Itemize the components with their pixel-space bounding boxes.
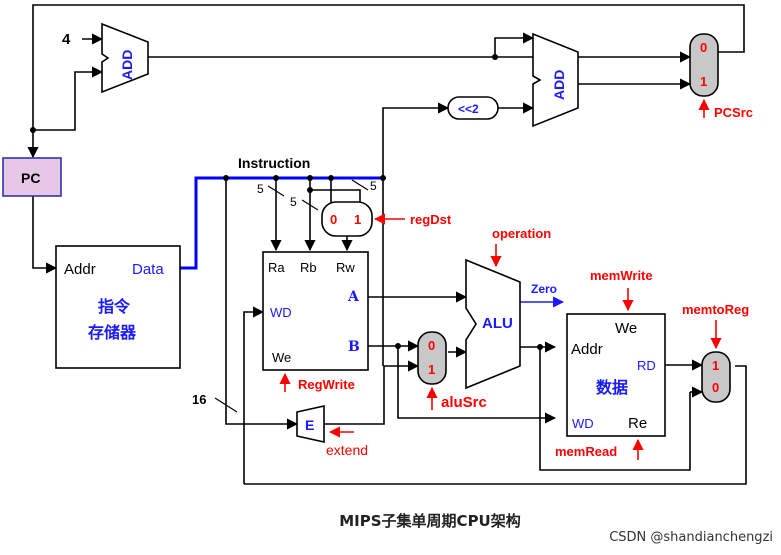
pcsrc-label: PCSrc: [714, 105, 753, 120]
regfile-wd-port: WD: [270, 305, 292, 320]
alusrc-mux-in1: 1: [428, 362, 435, 377]
alu-label: ALU: [482, 315, 513, 332]
memwrite-label: memWrite: [590, 268, 653, 283]
regfile-b-port: B: [348, 339, 360, 355]
bit-width-ticks: [214, 179, 369, 413]
constant-four: 4: [62, 31, 71, 48]
memtoreg-mux-in1: 1: [712, 358, 719, 373]
width-label-rb: 5: [290, 195, 297, 209]
shift-left-2-label: <<2: [458, 102, 479, 116]
pc-register: PC: [2, 157, 62, 197]
extend-unit-label: E: [305, 417, 314, 433]
memtoreg-mux-in0: 0: [712, 380, 719, 395]
imem-addr-port: Addr: [64, 261, 96, 278]
instruction-bus-label: Instruction: [238, 155, 310, 171]
datapath-wires: [27, 4, 747, 485]
dmem-re-port: Re: [628, 415, 647, 432]
shift-left-2: <<2: [447, 96, 499, 120]
regfile-rw-port: Rw: [336, 260, 355, 275]
imem-data-port: Data: [132, 261, 164, 278]
memtoreg-label: memtoReg: [682, 302, 749, 317]
diagram-caption: MIPS子集单周期CPU架构: [339, 512, 521, 530]
pcsrc-mux-in0: 0: [700, 40, 707, 55]
regdst-label: regDst: [410, 212, 452, 227]
memread-label: memRead: [555, 444, 617, 459]
branch-adder: ADD: [532, 32, 579, 128]
regfile-a-port: A: [347, 289, 360, 305]
pc-register-label: PC: [21, 170, 40, 186]
pcsrc-mux: 0 1: [689, 33, 719, 97]
dmem-addr-port: Addr: [571, 341, 603, 358]
register-file: Ra Rb Rw WD A B We: [262, 251, 369, 371]
extend-label: extend: [326, 442, 368, 458]
memtoreg-mux: 1 0: [701, 351, 731, 403]
regdst-mux: 0 1: [321, 201, 373, 237]
regfile-rb-port: Rb: [300, 260, 317, 275]
regfile-ra-port: Ra: [268, 260, 285, 275]
alusrc-label: aluSrc: [441, 394, 487, 411]
alusrc-mux: 0 1: [417, 331, 447, 385]
pc-adder-label: ADD: [119, 50, 135, 80]
width-label-imm: 16: [192, 392, 206, 407]
regdst-mux-in0: 0: [330, 212, 337, 227]
imem-name-line1: 指令: [98, 297, 131, 316]
wire-junctions: [30, 54, 543, 350]
instruction-bus: [180, 176, 383, 270]
alu: ALU: [465, 258, 521, 390]
instruction-memory: Addr Data 指令 存储器: [55, 245, 181, 369]
dmem-name: 数据: [596, 378, 628, 397]
width-label-rw: 5: [370, 179, 377, 193]
regdst-mux-in1: 1: [354, 212, 361, 227]
branch-adder-label: ADD: [551, 70, 567, 100]
dmem-rd-port: RD: [637, 358, 656, 373]
dmem-we-port: We: [615, 320, 637, 337]
data-memory: We Addr RD 数据 WD Re: [566, 313, 666, 437]
pcsrc-mux-in1: 1: [700, 74, 707, 89]
zero-label: Zero: [531, 282, 557, 296]
imem-name-line2: 存储器: [88, 323, 137, 342]
operation-label: operation: [492, 226, 551, 241]
regfile-we-port: We: [272, 350, 291, 365]
alusrc-mux-in0: 0: [428, 338, 435, 353]
regwrite-label: RegWrite: [298, 377, 355, 392]
width-label-ra: 5: [257, 182, 264, 196]
sign-extend-unit: E: [296, 405, 325, 443]
dmem-wd-port: WD: [572, 416, 594, 431]
pc-adder: ADD: [101, 22, 149, 94]
watermark: CSDN @shandianchengzi: [609, 530, 773, 545]
